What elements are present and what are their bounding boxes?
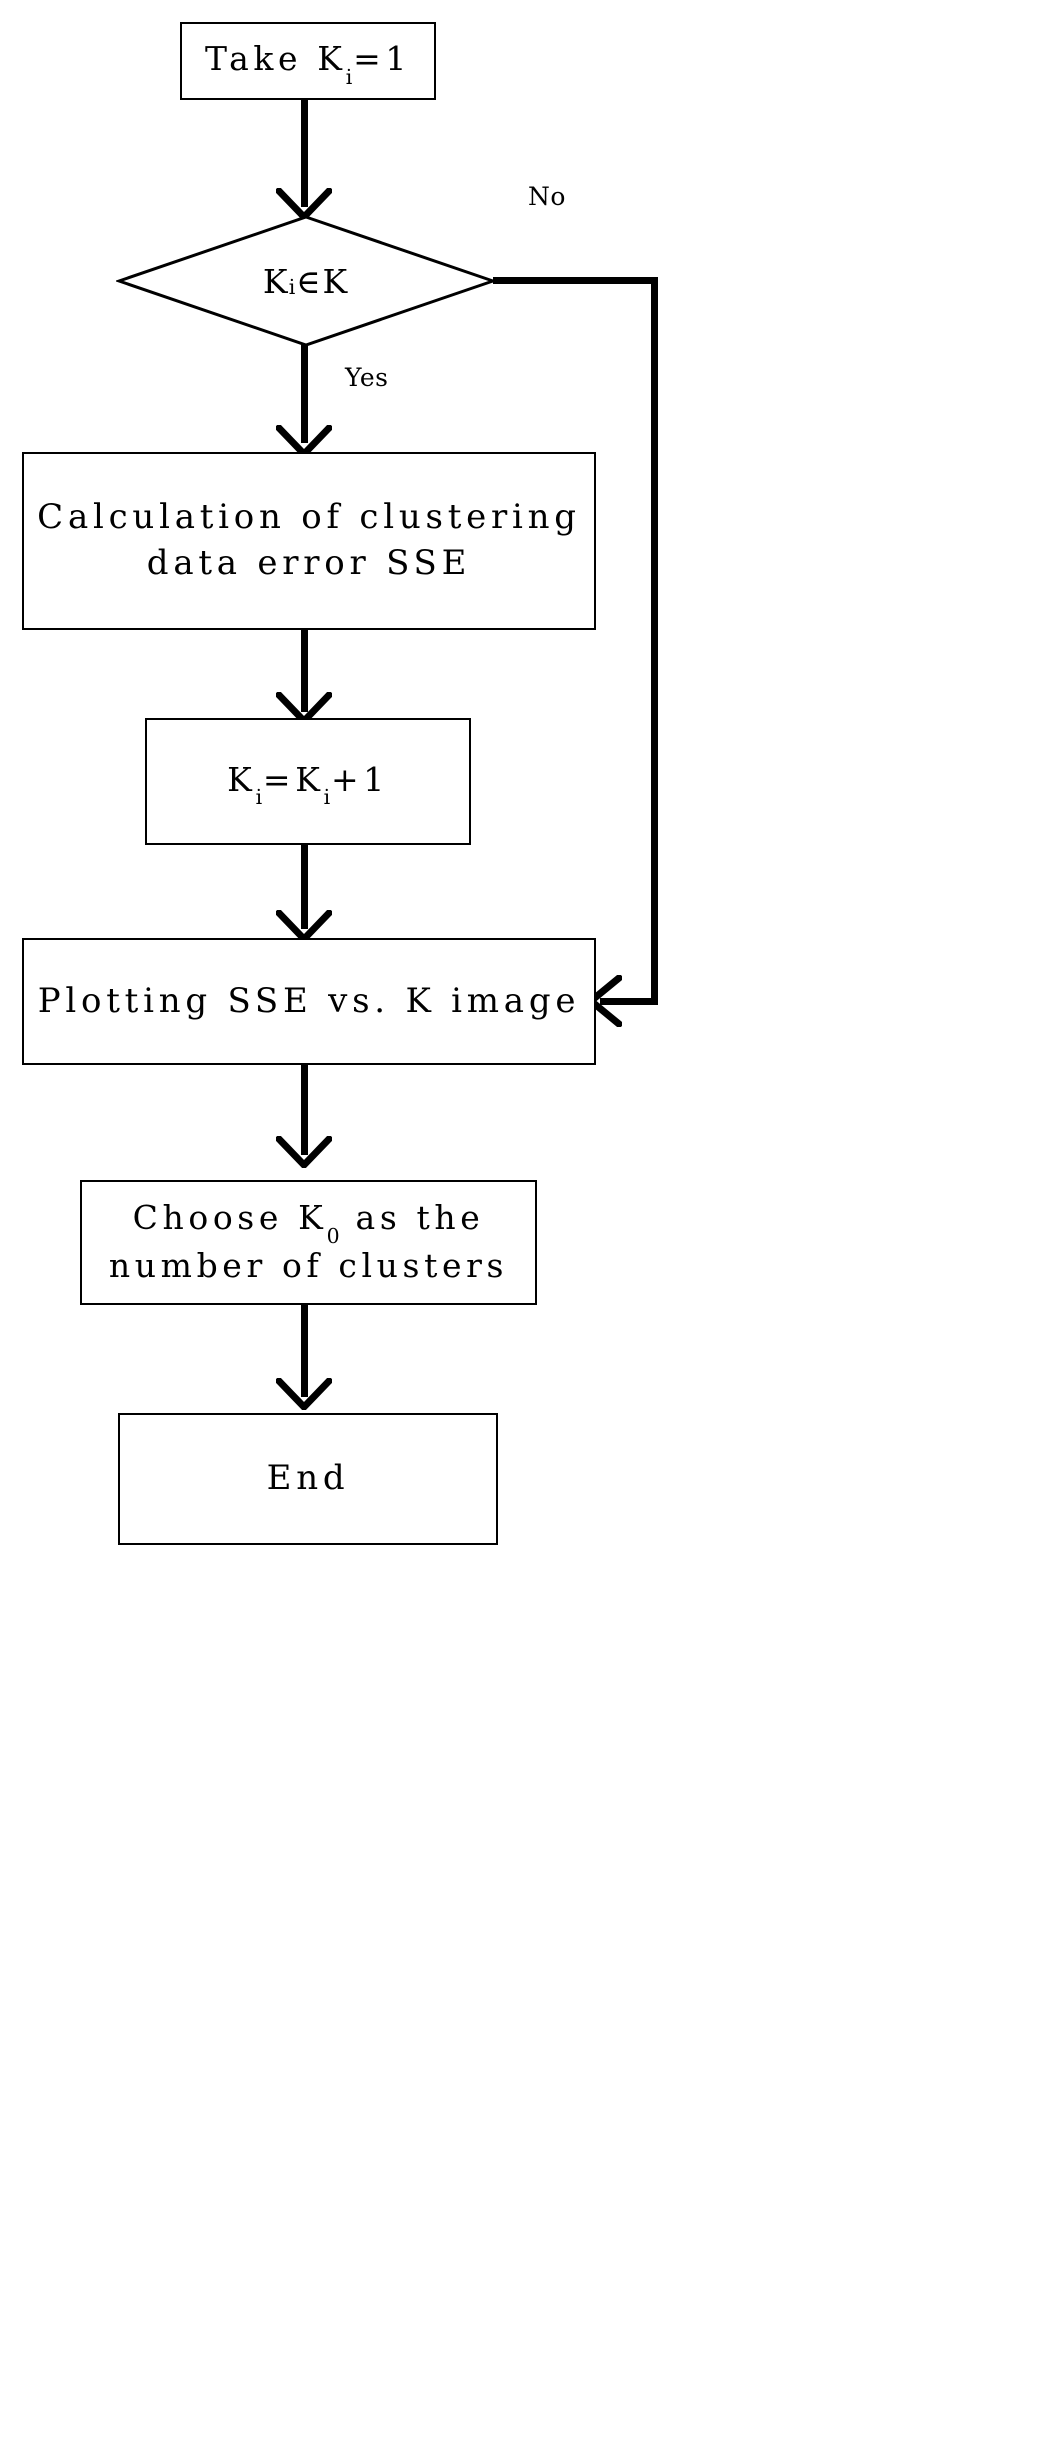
node-increment-ki[interactable]: Ki=Ki+1	[145, 718, 471, 845]
edge-label-yes: Yes	[345, 363, 389, 392]
connector-increment-to-plot	[301, 845, 308, 929]
connector-start-to-decision	[301, 99, 308, 207]
node-plot-sse-vs-k[interactable]: Plotting SSE vs. K image	[22, 938, 596, 1065]
connector-decision-to-sse	[301, 345, 308, 443]
connector-choose-to-end	[301, 1305, 308, 1397]
arrowhead-down-to-choose	[276, 1136, 332, 1168]
connector-plot-to-choose	[301, 1065, 308, 1155]
edge-label-no: No	[528, 182, 566, 211]
node-take-ki-1-label: Take Ki=1	[205, 39, 411, 89]
node-plot-sse-vs-k-label: Plotting SSE vs. K image	[37, 980, 581, 1021]
connector-no-horizontal-top	[493, 277, 658, 284]
connector-sse-to-increment	[301, 630, 308, 712]
arrowhead-down-to-end	[276, 1378, 332, 1410]
connector-no-horizontal-bottom	[600, 998, 658, 1005]
node-end-label: End	[266, 1458, 350, 1499]
node-end[interactable]: End	[118, 1413, 498, 1545]
node-increment-ki-label: Ki=Ki+1	[227, 759, 389, 810]
node-take-ki-1[interactable]: Take Ki=1	[180, 22, 436, 100]
connector-no-vertical	[651, 277, 658, 1005]
